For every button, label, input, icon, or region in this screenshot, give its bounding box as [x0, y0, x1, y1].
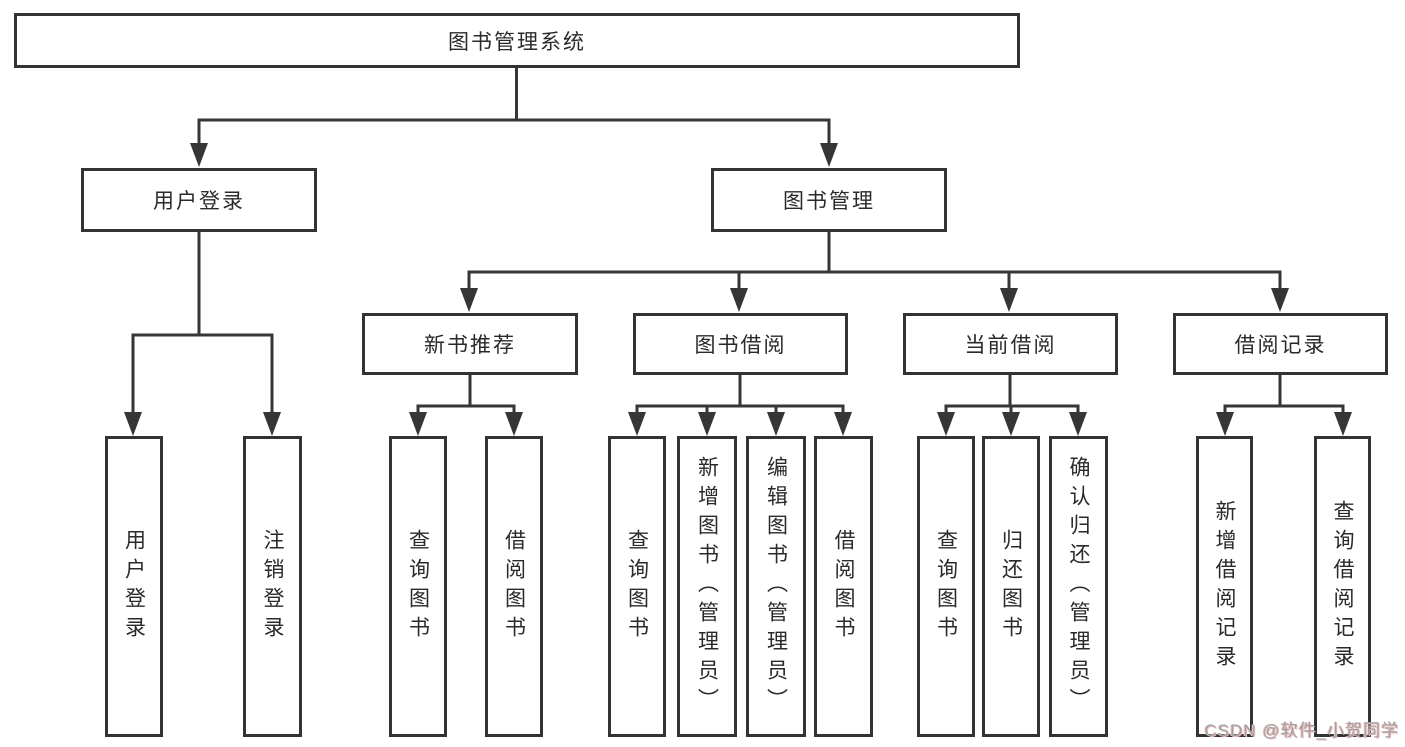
node-leaf-query-books-rec: 查询图书	[389, 436, 447, 737]
arrowheads-current-borrow	[937, 412, 1087, 436]
node-leaf-edit-books-admin: 编辑图书（管理员）	[746, 436, 806, 737]
node-user-login: 用户登录	[81, 168, 317, 232]
node-book-borrow-label: 图书借阅	[694, 334, 787, 357]
node-user-login-label: 用户登录	[153, 190, 245, 213]
node-leaf-add-books-admin-label: 新增图书（管理员）	[695, 456, 719, 717]
node-leaf-logout: 注销登录	[243, 436, 302, 737]
node-current-borrow-label: 当前借阅	[964, 334, 1057, 357]
node-leaf-return-books: 归还图书	[982, 436, 1040, 737]
node-current-borrow: 当前借阅	[903, 313, 1118, 375]
csdn-watermark: CSDN @软件_小贺同学	[1204, 721, 1399, 740]
node-leaf-confirm-return-admin: 确认归还（管理员）	[1049, 436, 1108, 737]
node-book-borrow: 图书借阅	[633, 313, 848, 375]
arrowheads-borrow-records	[1216, 412, 1352, 436]
connector-new-book-rec	[416, 375, 516, 414]
arrowheads-book-mgmt	[460, 288, 1289, 312]
node-leaf-query-books-cur: 查询图书	[917, 436, 975, 737]
node-leaf-user-login: 用户登录	[105, 436, 163, 737]
node-leaf-edit-books-admin-label: 编辑图书（管理员）	[764, 456, 788, 717]
node-leaf-return-books-label: 归还图书	[999, 528, 1023, 645]
node-leaf-borrow-books-bor: 借阅图书	[814, 436, 873, 737]
node-leaf-query-borrow-record: 查询借阅记录	[1314, 436, 1371, 737]
connector-user-login	[131, 232, 274, 414]
node-leaf-query-books-bor: 查询图书	[608, 436, 666, 737]
node-leaf-query-books-bor-label: 查询图书	[625, 528, 649, 645]
node-root-label: 图书管理系统	[448, 30, 586, 54]
node-leaf-add-borrow-record: 新增借阅记录	[1196, 436, 1253, 737]
connector-book-borrow	[635, 375, 845, 414]
node-root: 图书管理系统	[14, 13, 1020, 68]
connector-current-borrow	[944, 375, 1080, 414]
node-new-book-rec: 新书推荐	[362, 313, 578, 375]
node-leaf-user-login-label: 用户登录	[122, 528, 146, 645]
node-leaf-logout-label: 注销登录	[261, 528, 284, 645]
node-leaf-borrow-books-bor-label: 借阅图书	[832, 528, 855, 645]
node-book-mgmt-label: 图书管理	[783, 190, 875, 213]
node-borrow-records: 借阅记录	[1173, 313, 1388, 375]
node-leaf-add-borrow-record-label: 新增借阅记录	[1213, 499, 1236, 674]
connector-root	[197, 68, 831, 145]
node-leaf-add-books-admin: 新增图书（管理员）	[677, 436, 737, 737]
node-leaf-query-books-rec-label: 查询图书	[406, 528, 430, 645]
node-borrow-records-label: 借阅记录	[1234, 334, 1327, 357]
node-leaf-query-books-cur-label: 查询图书	[934, 528, 958, 645]
arrowheads-book-borrow	[628, 412, 852, 436]
arrowheads-root	[190, 143, 838, 167]
arrowheads-new-book-rec	[409, 412, 523, 436]
node-leaf-borrow-books-rec: 借阅图书	[485, 436, 543, 737]
node-leaf-confirm-return-admin-label: 确认归还（管理员）	[1067, 456, 1090, 717]
arrowheads-user-login	[124, 412, 281, 436]
connector-borrow-records	[1223, 375, 1345, 414]
node-leaf-borrow-books-rec-label: 借阅图书	[502, 528, 526, 645]
node-new-book-rec-label: 新书推荐	[424, 334, 516, 357]
connector-book-mgmt	[467, 232, 1282, 290]
node-book-mgmt: 图书管理	[711, 168, 947, 232]
node-leaf-query-borrow-record-label: 查询借阅记录	[1331, 499, 1354, 674]
